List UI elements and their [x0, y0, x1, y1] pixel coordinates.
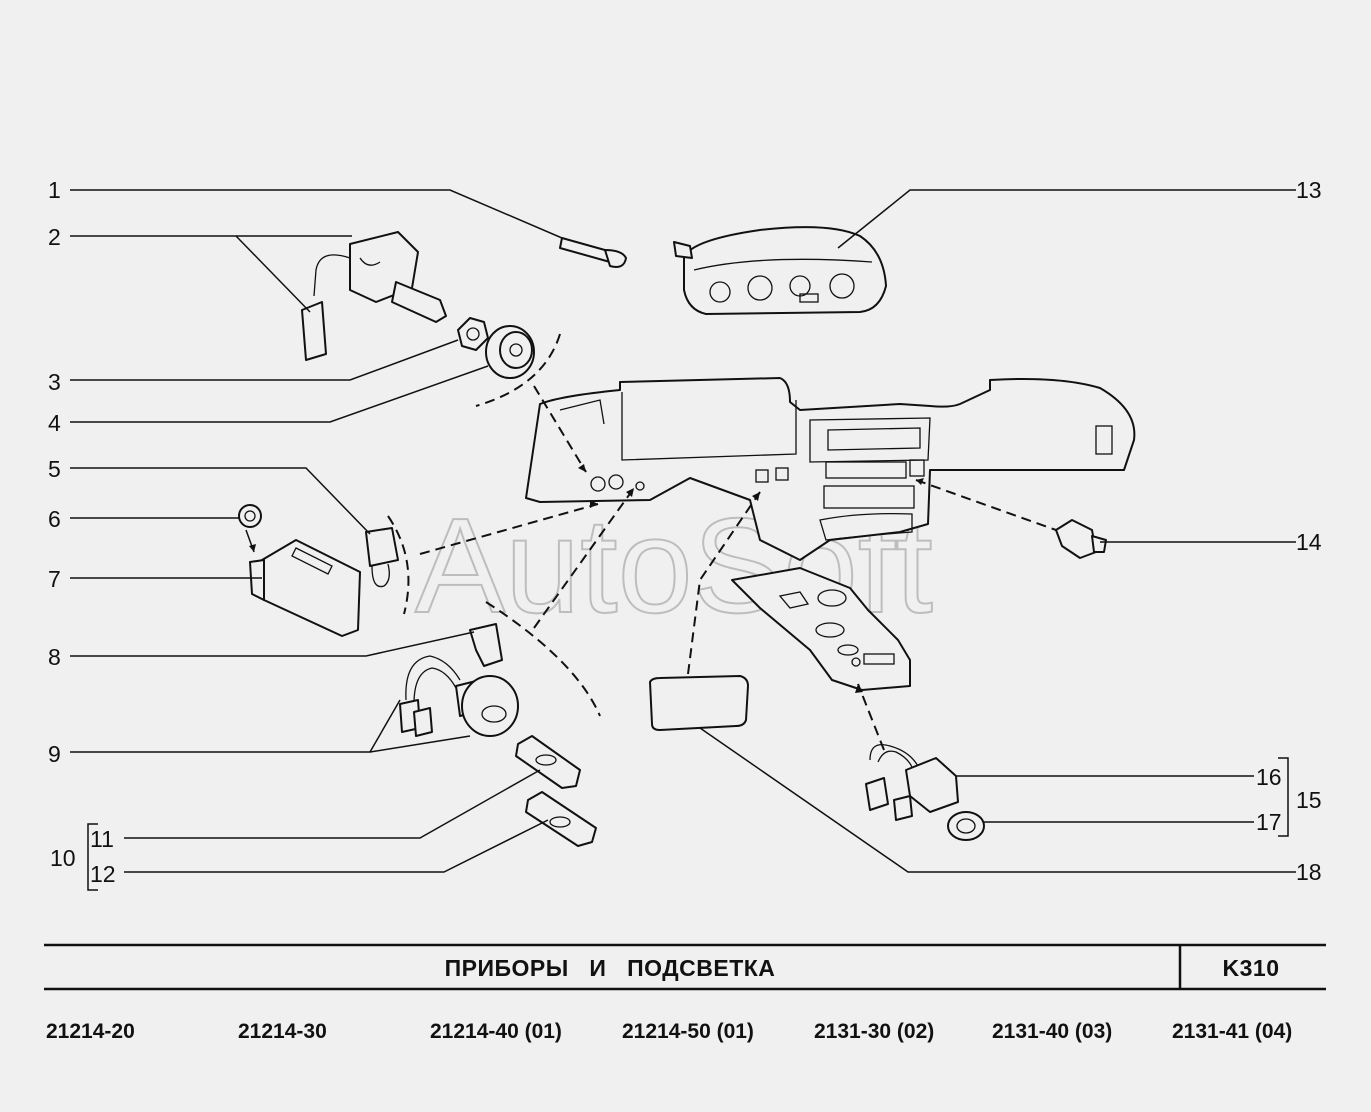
part-7-control-unit: [249, 539, 361, 637]
bracket-15: [1278, 757, 1289, 837]
page-title: ПРИБОРЫ И ПОДСВЕТКА: [445, 955, 776, 981]
model-code: 2131-40 (03): [992, 1020, 1112, 1043]
callout-7: 7: [48, 566, 61, 592]
part-2-switch: [301, 231, 447, 361]
callout-13: 13: [1296, 177, 1322, 203]
center-console: [731, 567, 911, 691]
leader-12: [124, 819, 549, 873]
callout-5: 5: [48, 456, 61, 482]
dashed-arrow-switch: [915, 479, 1057, 531]
part-18-cover: [649, 675, 749, 731]
callout-18: 18: [1296, 859, 1322, 885]
callout-12: 12: [90, 861, 116, 887]
dashed-arrow-clip: [533, 487, 635, 629]
callout-14: 14: [1296, 529, 1322, 555]
callout-10: 10: [50, 845, 76, 871]
callout-1: 1: [48, 177, 61, 203]
dashed-arc-1: [475, 333, 561, 407]
part-5-lamp-socket: [365, 527, 399, 588]
model-code: 21214-50 (01): [622, 1020, 754, 1043]
part-8-clip: [469, 623, 503, 667]
dashed-arrow-knob: [533, 385, 587, 473]
dashed-arrow-cover: [687, 491, 761, 675]
leader-3: [70, 339, 459, 381]
leader-8: [70, 631, 475, 657]
leader-4: [70, 365, 489, 423]
model-code: 21214-40 (01): [430, 1020, 562, 1043]
model-code: 2131-30 (02): [814, 1020, 934, 1043]
part-1-screw: [559, 237, 627, 268]
callout-3: 3: [48, 369, 61, 395]
callout-2: 2: [48, 224, 61, 250]
model-code: 2131-41 (04): [1172, 1020, 1292, 1043]
bracket-10: [87, 823, 98, 891]
model-code: 21214-20: [46, 1020, 135, 1043]
leader-2a: [70, 235, 311, 313]
callout-16: 16: [1256, 764, 1282, 790]
part-14-switch: [1055, 519, 1107, 559]
part-6-lamp: [238, 504, 262, 528]
callout-8: 8: [48, 644, 61, 670]
leader-18: [699, 727, 1296, 873]
leader-5: [70, 467, 371, 535]
part-13-instrument-cluster: [673, 226, 887, 315]
leader-1: [70, 189, 563, 239]
leader-13: [837, 189, 1296, 249]
leader-9a: [70, 699, 401, 753]
dashed-arrow-lighter: [857, 683, 885, 751]
dashboard: [525, 377, 1136, 561]
part-9-switch-assembly: [399, 655, 519, 737]
part-12-lamp-holder: [525, 791, 597, 847]
callout-4: 4: [48, 410, 61, 436]
callout-11: 11: [90, 826, 114, 852]
leader-9b: [369, 735, 471, 753]
callout-17: 17: [1256, 809, 1282, 835]
dashed-arc-2: [387, 515, 410, 615]
part-11-lamp-holder: [515, 735, 581, 789]
callout-9: 9: [48, 741, 61, 767]
callout-15: 15: [1296, 787, 1322, 813]
callout-6: 6: [48, 506, 61, 532]
model-code: 21214-30: [238, 1020, 327, 1043]
leader-11: [124, 769, 541, 839]
page-code: K310: [1223, 955, 1280, 981]
part-4-knob: [485, 325, 535, 379]
dashed-arc-3: [485, 601, 601, 717]
part-15-lighter-assembly: [865, 743, 985, 841]
part-3-nut: [457, 317, 489, 351]
